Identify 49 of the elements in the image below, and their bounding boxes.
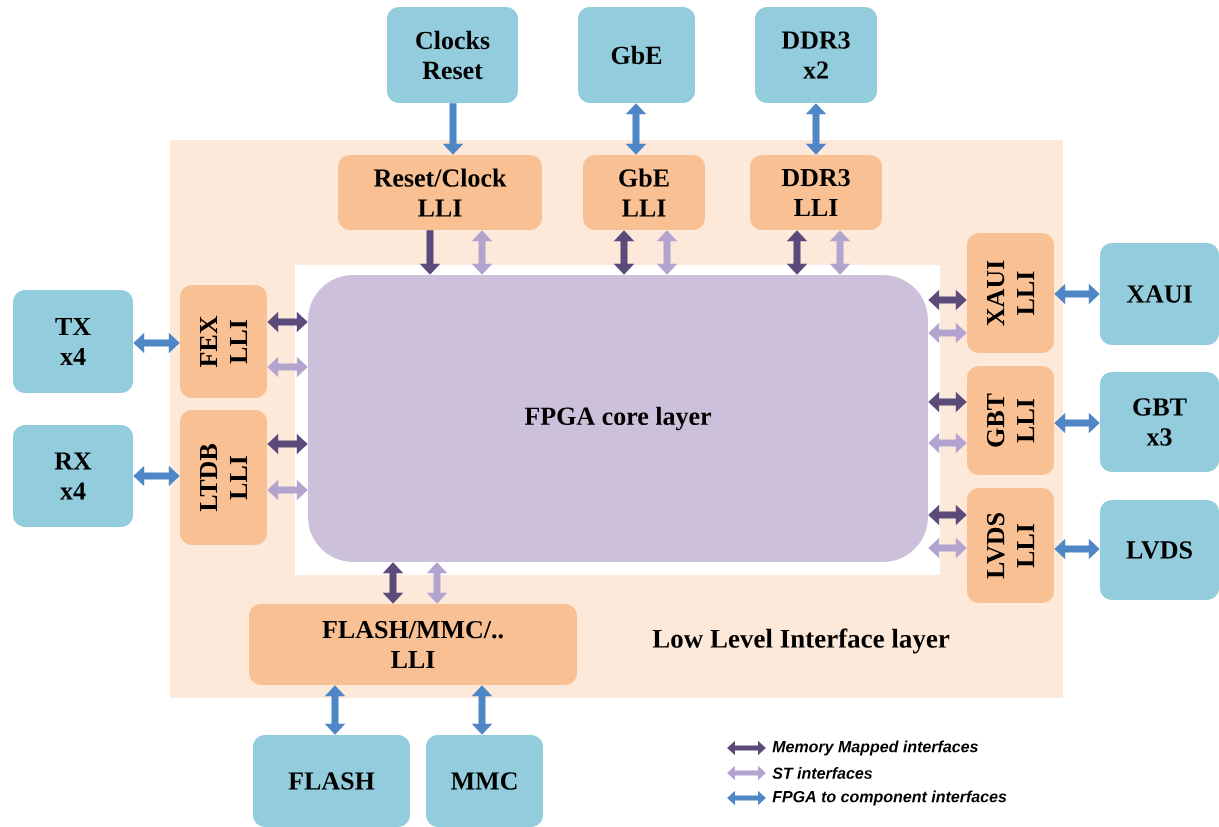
arrow [928,289,967,311]
interface-box: DDR3 LLI [750,155,882,230]
core-layer-box: FPGA core layer [308,275,928,562]
arrow [786,230,808,275]
arrow [805,103,827,155]
arrow [829,230,851,275]
arrow [928,504,967,526]
arrow [928,322,967,344]
arrow [928,537,967,559]
arrow [426,562,448,604]
arrow [133,332,180,354]
arrow [267,356,308,378]
arrow [1054,412,1100,434]
interface-box: FEX LLI [180,285,267,398]
arrow [267,433,308,455]
device-box: FLASH [253,735,410,827]
interface-box: GbE LLI [583,155,705,230]
arrow [267,479,308,501]
device-box: Clocks Reset [387,7,518,103]
arrow [928,432,967,454]
legend-text: ST interfaces [772,767,873,779]
arrow [1054,283,1100,305]
interface-box: LVDS LLI [967,488,1054,603]
legend-text: FPGA to component interfaces [772,790,1007,806]
arrow [324,685,346,735]
arrow [133,465,180,487]
arrow [656,230,678,275]
arrow [625,103,647,155]
device-box: RX x4 [13,425,133,527]
arrow [471,230,493,275]
interface-box: LTDB LLI [180,410,267,545]
interface-box: FLASH/MMC/.. LLI [249,604,577,685]
device-box: GBT x3 [1100,372,1219,472]
arrow [928,391,967,413]
device-box: GbE [578,7,695,103]
arrow [267,311,308,333]
interface-box: XAUI LLI [967,233,1054,353]
device-box: XAUI [1100,243,1219,345]
device-box: MMC [426,735,543,827]
arrow [471,685,493,735]
device-box: DDR3 x2 [755,7,877,103]
legend-text: Memory Mapped interfaces [772,740,978,756]
arrow [382,562,404,604]
device-box: TX x4 [13,290,133,393]
arrow [1054,538,1100,560]
interface-box: GBT LLI [967,366,1054,475]
arrow [613,230,635,275]
device-box: LVDS [1100,500,1219,600]
interface-box: Reset/Clock LLI [338,155,542,230]
